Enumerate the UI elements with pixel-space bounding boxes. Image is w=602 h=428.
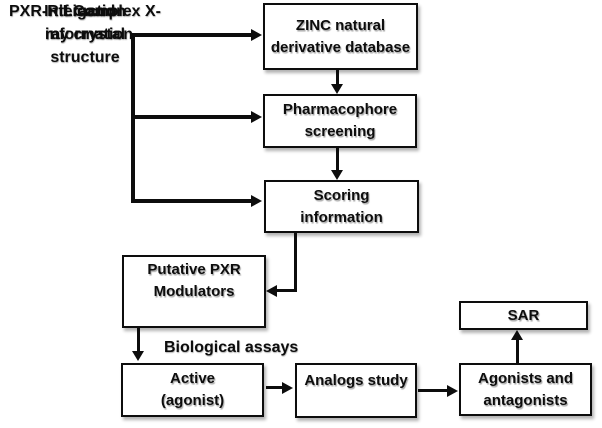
box-analogs-study: Analogs study [295,363,417,418]
label-line: information [45,26,133,43]
arrowhead-right-icon [251,29,262,41]
label-ligand-information: Ligand information [0,0,178,46]
arrowhead-right-icon [282,382,293,394]
label-line: Ligand [62,3,116,20]
arrow-line [336,148,339,171]
label-line: Biological assays [164,339,299,356]
box-agonists-antagonists: Agonists and antagonists [459,363,592,416]
box-putative-pxr-modulators: Putative PXR Modulators [122,255,266,328]
label-line: Interaction [44,3,126,20]
arrow-line [418,389,448,392]
box-sar: SAR [459,301,588,330]
label-line: PXR-Rif Complex X- [8,3,161,20]
arrowhead-down-icon [132,351,144,361]
arrow-line [131,33,252,37]
box-label: screening [304,123,376,140]
arrowhead-left-icon [266,285,277,297]
box-label: Modulators [153,283,235,300]
arrowhead-right-icon [447,385,458,397]
box-label: Analogs study [304,372,408,389]
box-label: antagonists [483,391,568,409]
arrow-line [336,70,339,85]
box-label: ZINC natural [295,16,386,34]
arrowhead-up-icon [511,330,523,340]
label-line: structure [50,49,120,66]
box-label: Scoring [313,186,370,204]
label-interaction: Interaction [0,0,170,23]
box-label: Active [169,370,216,387]
box-scoring-information: Scoring information [264,180,419,233]
arrow-line [294,233,297,292]
box-active-agonist: Active (agonist) [121,363,264,417]
label-line: ray crystal [44,26,126,43]
arrow-line [131,199,252,203]
arrowhead-right-icon [251,111,262,123]
box-label: (agonist) [160,392,225,409]
box-label: SAR [507,306,540,324]
box-label: Pharmacophore [282,101,398,118]
arrow-line [516,340,519,363]
box-label: Agonists and [477,369,573,387]
arrow-line [266,386,284,389]
box-label: information [300,208,383,226]
label-crystal-structure: PXR-Rif Complex X- ray crystal structure [0,0,170,69]
box-label: Putative PXR [147,261,241,278]
arrow-line [137,328,140,352]
arrowhead-right-icon [251,195,262,207]
box-label: derivative database [270,38,411,56]
arrow-line [131,115,252,119]
box-pharmacophore-screening: Pharmacophore screening [263,94,417,148]
box-zinc-database: ZINC natural derivative database [263,3,418,70]
arrow-line [277,289,297,292]
arrowhead-down-icon [331,170,343,180]
arrowhead-down-icon [331,84,343,94]
label-biological-assays: Biological assays [164,336,299,359]
